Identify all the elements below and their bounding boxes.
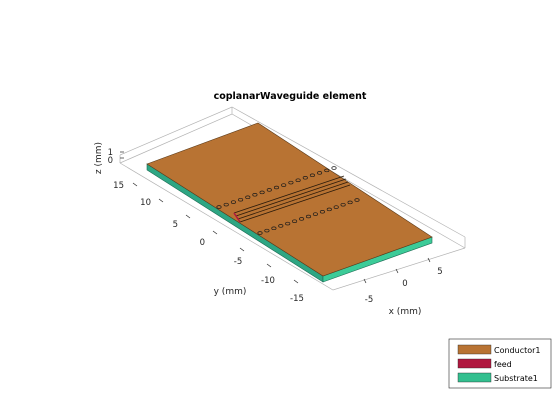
z-tick-label: 1 <box>108 148 113 158</box>
conductor-top-face <box>146 122 433 277</box>
via-hole <box>319 210 325 214</box>
legend-label: Substrate1 <box>494 374 538 383</box>
x-tick-labels: 5 0 -5 <box>365 267 443 305</box>
y-tick-label: 15 <box>113 181 124 191</box>
via-hole <box>281 183 287 187</box>
via-hole <box>295 178 301 182</box>
y-tick-label: -5 <box>234 257 242 267</box>
y-tick-label: 0 <box>200 238 205 248</box>
via-hole <box>257 231 263 235</box>
via-hole <box>309 173 315 178</box>
via-hole <box>252 193 258 197</box>
plot-title: coplanarWaveguide element <box>214 91 367 102</box>
legend: Conductor1 feed Substrate1 <box>448 338 552 389</box>
via-hole <box>292 219 298 223</box>
x-tick-label: -5 <box>365 295 373 305</box>
via-hole <box>288 180 294 185</box>
cpw-slots <box>233 175 351 223</box>
x-tick-label: 0 <box>402 279 407 289</box>
via-row-bottom <box>257 198 360 235</box>
via-hole <box>324 168 330 173</box>
via-hole <box>285 221 291 226</box>
via-hole <box>278 224 284 228</box>
via-hole <box>230 200 236 204</box>
legend-entry-feed: feed <box>457 358 512 369</box>
x-axis-label: x (mm) <box>389 307 422 317</box>
via-hole <box>245 195 251 200</box>
legend-swatch-substrate <box>457 372 492 383</box>
z-axis-ticks <box>120 151 124 159</box>
z-tick-labels: 1 0 <box>108 148 113 166</box>
via-hole <box>302 176 308 180</box>
via-hole <box>271 226 277 231</box>
via-hole <box>333 205 339 209</box>
via-hole <box>347 200 353 205</box>
via-hole <box>273 185 280 190</box>
legend-label: Conductor1 <box>494 346 541 355</box>
via-hole <box>259 190 265 195</box>
via-hole <box>216 205 222 209</box>
axes-box <box>119 106 466 291</box>
y-tick-label: 10 <box>140 198 151 208</box>
x-axis-ticks <box>363 257 431 284</box>
via-hole <box>264 228 270 233</box>
via-hole <box>266 188 272 192</box>
y-tick-label: -10 <box>261 276 275 286</box>
via-hole <box>312 212 318 216</box>
y-tick-label: 5 <box>173 220 178 230</box>
via-hole <box>238 197 244 202</box>
via-hole <box>223 202 229 207</box>
y-axis-ticks <box>132 182 299 284</box>
legend-label: feed <box>494 360 512 369</box>
legend-swatch-feed <box>457 358 492 369</box>
z-tick-label: 0 <box>108 156 113 166</box>
x-tick-label: 5 <box>437 267 442 277</box>
z-axis-label: z (mm) <box>94 142 104 174</box>
legend-entry-substrate: Substrate1 <box>457 372 538 383</box>
via-hole <box>331 166 337 170</box>
via-hole <box>305 214 312 219</box>
y-tick-labels: 15 10 5 0 -5 -10 -15 <box>113 181 304 304</box>
via-hole <box>317 171 323 175</box>
via-hole <box>354 198 360 202</box>
y-tick-label: -15 <box>290 294 304 304</box>
legend-entry-conductor: Conductor1 <box>457 344 541 355</box>
via-hole <box>326 207 332 212</box>
y-axis-label: y (mm) <box>214 287 247 297</box>
via-hole <box>340 202 346 207</box>
via-hole <box>299 217 305 221</box>
via-row-top <box>216 166 337 209</box>
legend-swatch-conductor <box>457 344 492 355</box>
feed-marker <box>233 212 241 223</box>
